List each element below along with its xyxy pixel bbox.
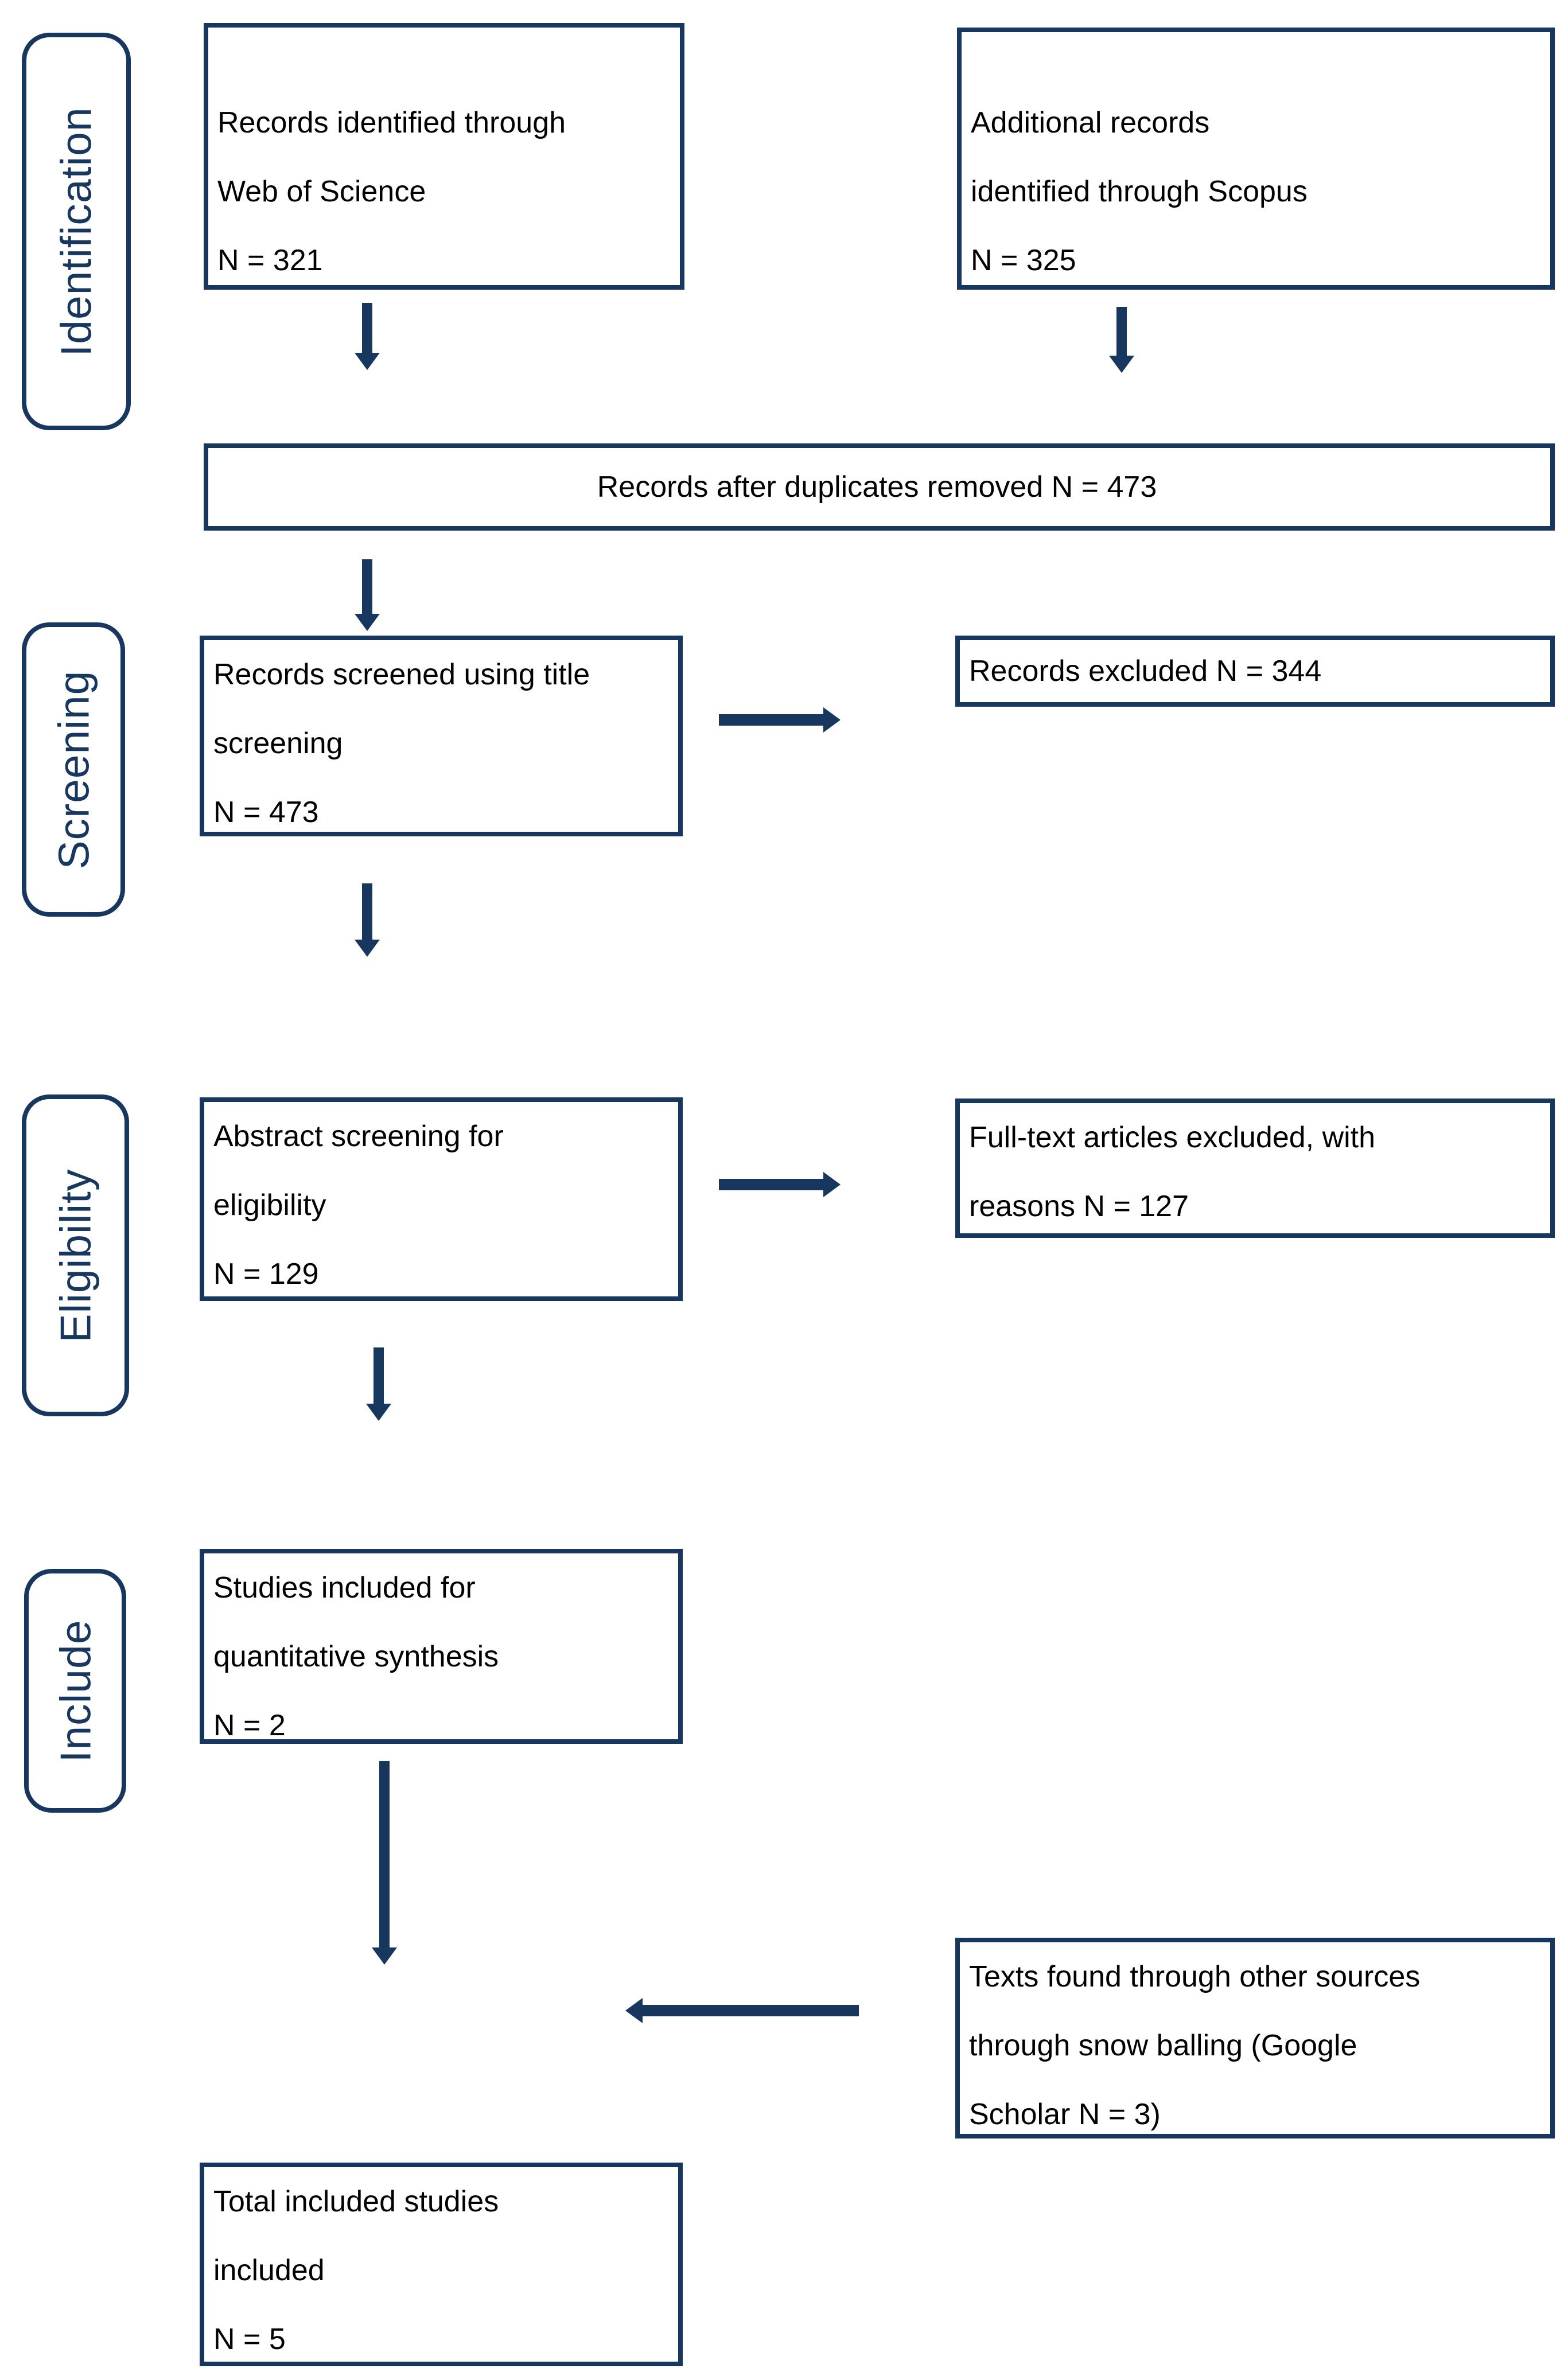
arrow-stem [373, 1347, 384, 1405]
arrow-stem [362, 303, 372, 354]
arrow-stem [643, 2005, 859, 2016]
arrow-stem [719, 1179, 823, 1190]
box-title-screening-line2: screening [213, 727, 343, 760]
box-total-included-line3: N = 5 [213, 2323, 286, 2356]
box-quantitative-synthesis: Studies included for quantitative synthe… [200, 1549, 683, 1744]
box-other-sources-line3: Scholar N = 3) [969, 2098, 1161, 2131]
box-total-included: Total included studies included N = 5 [200, 2163, 683, 2366]
box-records-excluded-text: Records excluded N = 344 [969, 655, 1322, 688]
arrow-head [355, 940, 380, 957]
box-duplicates-removed: Records after duplicates removed N = 473 [204, 443, 1555, 531]
box-records-scopus-line2: identified through Scopus [971, 175, 1308, 208]
arrow-eligibility-to-include-icon [366, 1347, 391, 1421]
arrow-stem [1116, 307, 1127, 357]
box-total-included-line1: Total included studies [213, 2185, 499, 2218]
box-records-scopus-line3: N = 325 [971, 244, 1076, 277]
box-title-screening-line1: Records screened using title [213, 658, 590, 691]
stage-label-include-text: Include [51, 1619, 100, 1762]
box-quantitative-synthesis-line3: N = 2 [213, 1709, 286, 1742]
box-records-scopus-line1: Additional records [971, 106, 1210, 139]
box-abstract-screening: Abstract screening for eligibility N = 1… [200, 1097, 683, 1301]
box-abstract-screening-line3: N = 129 [213, 1257, 319, 1291]
stage-label-identification-text: Identification [52, 106, 101, 357]
box-abstract-screening-line1: Abstract screening for [213, 1120, 504, 1153]
arrow-stem [379, 1761, 390, 1949]
arrow-head [625, 1998, 643, 2023]
arrow-head [372, 1947, 397, 1965]
box-title-screening: Records screened using title screening N… [200, 636, 683, 836]
arrow-head [355, 614, 380, 631]
box-records-scopus: Additional records identified through Sc… [957, 28, 1555, 290]
stage-label-eligibility-text: Eligibility [51, 1168, 100, 1342]
box-records-excluded: Records excluded N = 344 [955, 636, 1555, 707]
arrow-wos-to-duplicates-icon [355, 303, 380, 370]
arrow-screening-to-eligibility-icon [355, 883, 380, 957]
arrow-scopus-to-duplicates-icon [1109, 307, 1134, 373]
arrow-duplicates-to-screening-icon [355, 559, 380, 631]
box-other-sources-line2: through snow balling (Google [969, 2029, 1357, 2062]
box-records-web-of-science-line1: Records identified through [217, 106, 566, 139]
arrow-head [823, 707, 841, 733]
box-title-screening-line3: N = 473 [213, 796, 319, 829]
arrow-stem [719, 714, 823, 726]
arrow-head [1109, 356, 1134, 373]
arrow-screening-to-excluded-icon [719, 707, 841, 733]
box-quantitative-synthesis-line1: Studies included for [213, 1571, 476, 1604]
box-duplicates-removed-text: Records after duplicates removed N = 473 [597, 470, 1157, 504]
box-other-sources: Texts found through other sources throug… [955, 1938, 1555, 2139]
arrow-other-sources-to-total-icon [625, 1998, 859, 2023]
box-quantitative-synthesis-line2: quantitative synthesis [213, 1640, 499, 1673]
arrow-head [823, 1172, 841, 1197]
box-fulltext-excluded-line2: reasons N = 127 [969, 1190, 1189, 1223]
arrow-head [355, 353, 380, 370]
stage-label-eligibility: Eligibility [22, 1094, 129, 1416]
box-records-web-of-science-line3: N = 321 [217, 244, 323, 277]
stage-label-identification: Identification [22, 33, 131, 430]
arrow-stem [362, 883, 372, 941]
stage-label-include: Include [24, 1569, 126, 1813]
box-fulltext-excluded-line1: Full-text articles excluded, with [969, 1121, 1376, 1154]
arrow-stem [362, 559, 372, 615]
box-abstract-screening-line2: eligibility [213, 1189, 326, 1222]
arrow-head [366, 1404, 391, 1421]
box-fulltext-excluded: Full-text articles excluded, with reason… [955, 1099, 1555, 1238]
box-records-web-of-science-line2: Web of Science [217, 175, 426, 208]
stage-label-screening-text: Screening [49, 670, 98, 869]
box-total-included-line2: included [213, 2254, 325, 2287]
arrow-include-to-total-icon [372, 1761, 397, 1965]
arrow-abstract-to-fulltext-excluded-icon [719, 1172, 841, 1197]
box-records-web-of-science: Records identified through Web of Scienc… [204, 23, 684, 290]
box-other-sources-line1: Texts found through other sources [969, 1960, 1421, 1993]
stage-label-screening: Screening [22, 622, 125, 917]
